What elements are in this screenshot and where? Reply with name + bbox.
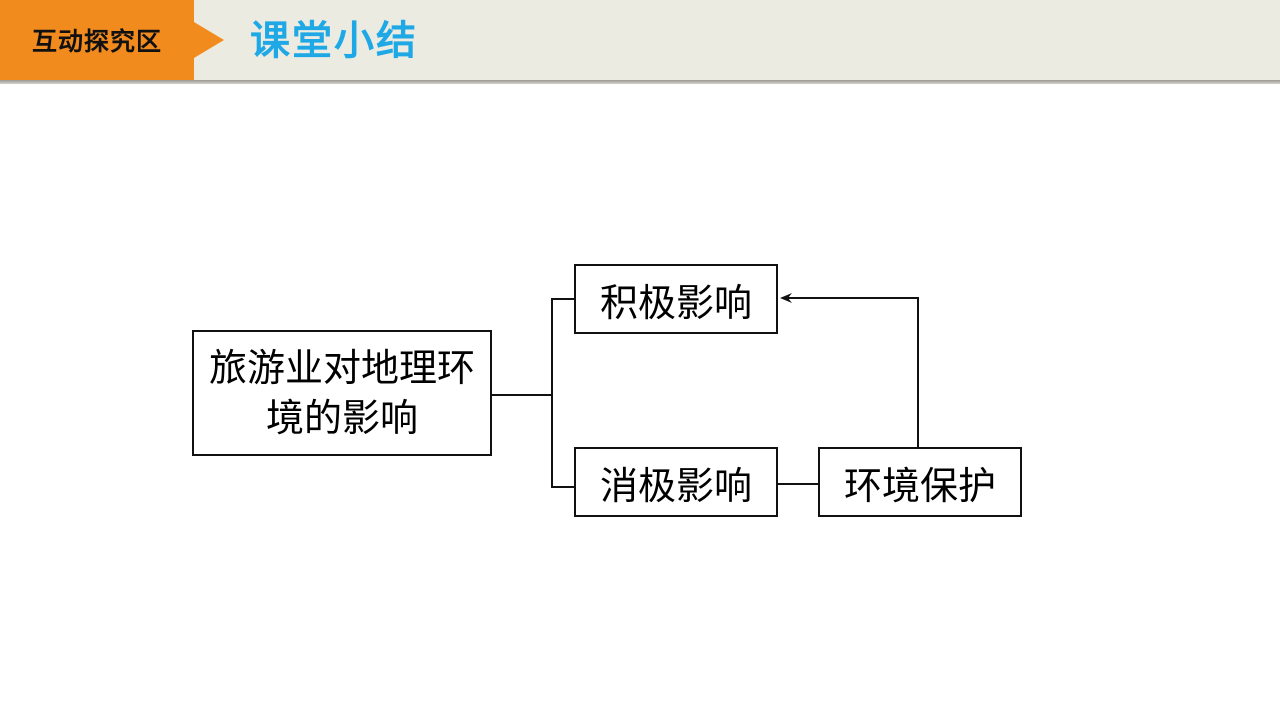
edge-protection-positive: [780, 293, 919, 447]
section-tag-arrow-icon: [194, 22, 224, 58]
header-divider: [0, 80, 1280, 84]
node-tourism-impact-label: 旅游业对地理环境的影响: [208, 346, 475, 440]
node-positive-impact-label: 积极影响: [599, 280, 752, 325]
node-negative-impact: 消极影响: [574, 447, 778, 517]
node-negative-impact-label: 消极影响: [599, 463, 752, 508]
page-title: 课堂小结: [250, 18, 418, 64]
section-tag: 互动探究区: [0, 0, 194, 80]
node-environment-protection: 环境保护: [818, 447, 1022, 517]
node-tourism-impact: 旅游业对地理环境的影响: [192, 330, 492, 456]
node-environment-protection-label: 环境保护: [843, 463, 996, 508]
section-tag-label: 互动探究区: [31, 27, 162, 56]
node-positive-impact: 积极影响: [574, 264, 778, 334]
